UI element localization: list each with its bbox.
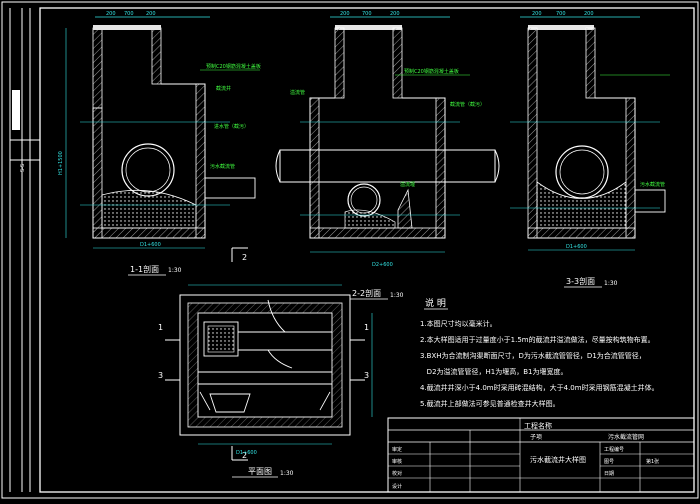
section-2-2-title: 2-2剖面 [352, 288, 381, 298]
note-6: 5.截流井上部做法可参见普通检查井大样图。 [420, 399, 560, 408]
section-mark-1-left: 1 [158, 323, 163, 332]
tb-right-3: 日期 [604, 471, 614, 477]
note-1: 1.本图尺寸均以毫米计。 [420, 319, 497, 328]
dim-top-200-s2: 200 [340, 11, 350, 17]
binding-label: S-S [20, 164, 26, 172]
section-1-1-title: 1-1剖面 [130, 264, 159, 274]
callout-drain-chamber: 截流井 [216, 85, 231, 92]
dim-top-700-s1: 700 [124, 11, 134, 17]
section-3-3-scale: 1:30 [604, 280, 618, 287]
callout-weir: 溢流堰 [400, 181, 415, 188]
section-mark-2-top: 2 [242, 253, 247, 262]
callout-outlet-pipe: 污水截流管 [640, 181, 665, 188]
design-notes: 说 明 1.本图尺寸均以毫米计。 2.本大样图适用于过量度小于1.5m的截流井溢… [420, 297, 659, 408]
tb-right-1: 工程编号 [604, 446, 624, 453]
callout-rebar-cover-s2: 预制C20钢筋混凝土盖板 [404, 68, 459, 75]
plan-view: 2 2 1 1 3 3 D1+600 平面图 [158, 247, 373, 478]
binding-strip: S-S [9, 8, 40, 492]
title-block-header: 工程名称 [524, 421, 552, 430]
title-block: 工程名称 子项 污水截流管网 污水截流井大样图 审定 审核 校对 设计 工程编号… [387, 417, 695, 493]
tb-row-3: 校对 [392, 470, 402, 477]
tb-row-4: 设计 [392, 483, 402, 490]
tb-right-2: 图号 [604, 459, 614, 465]
title-block-project-label: 子项 [530, 434, 542, 441]
section-3-3: 200 700 200 D1+600 污水截流管 3-3剖面 1:30 [510, 11, 670, 288]
inner-frame [39, 7, 695, 493]
dim-bottom-s1: D1+600 [140, 242, 161, 248]
section-mark-1-right: 1 [364, 323, 369, 332]
section-1-1-scale: 1:30 [168, 267, 182, 274]
callout-side-drain: 截流管（截污） [450, 101, 485, 108]
dim-top-700-s2: 700 [362, 11, 372, 17]
note-4: D2为溢流管管径，H1为堰高，B1为堰宽度。 [420, 367, 568, 376]
dim-bottom-s3: D1+600 [566, 244, 587, 250]
section-mark-2-bottom: 2 [242, 451, 247, 460]
dim-bottom-s2: D2+600 [372, 262, 393, 268]
dim-bottom-plan: D1+600 [236, 450, 257, 456]
section-2-2: 200 700 200 D2+600 预制C20钢筋混凝土盖板 溢流管 溢流堰 … [275, 11, 500, 300]
note-3: 3.BXH为合流制沟渠断面尺寸，D为污水截流管管径，D1为合流管管径， [420, 351, 646, 360]
dim-top-200-s1: 200 [106, 11, 116, 17]
section-mark-3-right: 3 [364, 371, 369, 380]
callout-water-pipe: 进水管（截污） [214, 123, 249, 130]
dim-top-200b-s1: 200 [146, 11, 156, 17]
dim-top-200b-s3: 200 [584, 11, 594, 17]
dim-top-200b-s2: 200 [390, 11, 400, 17]
note-5: 4.截流井井深小于4.0m时采用砖混结构，大于4.0m时采用钢筋混凝土井体。 [420, 383, 659, 392]
tb-row-2: 审核 [392, 458, 402, 465]
section-1-1: 200 700 200 H1+1500 D1+600 预制C20钢筋混凝土盖板 … [58, 11, 261, 276]
dim-top-200-s3: 200 [532, 11, 542, 17]
title-block-project-value: 污水截流管网 [608, 433, 644, 441]
dim-top-700-s3: 700 [556, 11, 566, 17]
title-block-drawing-name: 污水截流井大样图 [530, 455, 586, 464]
callout-sewage-pipe: 污水截流管 [210, 163, 235, 170]
callout-inlet-pipe: 溢流管 [290, 89, 305, 96]
callout-rebar-cover-s1: 预制C20钢筋混凝土盖板 [206, 63, 261, 70]
section-mark-3-left: 3 [158, 371, 163, 380]
tb-row-1: 审定 [392, 446, 402, 453]
plan-view-scale: 1:30 [280, 470, 294, 477]
note-2: 2.本大样图适用于过量度小于1.5m的截流井溢流做法，尽量按构筑物布置。 [420, 335, 655, 344]
section-3-3-title: 3-3剖面 [566, 276, 595, 286]
notes-heading: 说 明 [425, 297, 446, 309]
dim-side-s1: H1+1500 [58, 151, 64, 175]
plan-view-title: 平面图 [248, 467, 272, 476]
section-2-2-scale: 1:30 [390, 292, 404, 299]
tb-sheet: 第1张 [646, 458, 659, 465]
